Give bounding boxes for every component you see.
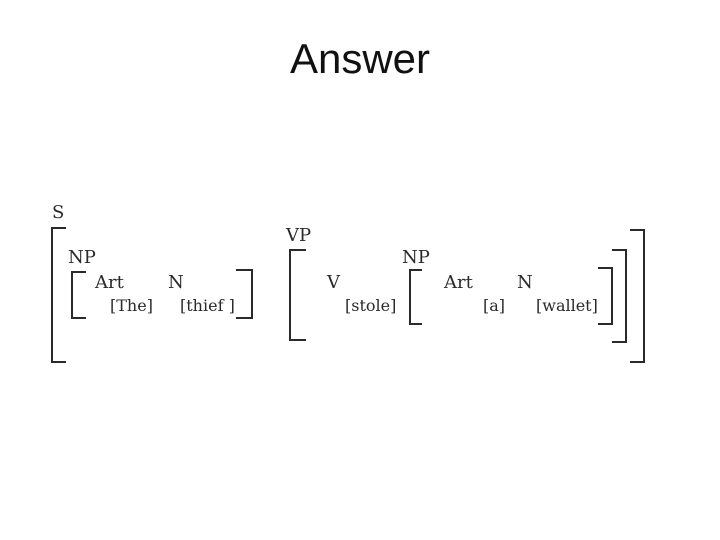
vp-v-word: [stole] — [345, 296, 397, 315]
np2-art-word: [a] — [483, 296, 506, 315]
np1-left-bracket — [71, 271, 86, 319]
s-right-bracket — [630, 229, 645, 363]
np1-n-word: [thief ] — [180, 296, 235, 315]
vp-left-bracket — [289, 249, 306, 341]
vp-label: VP — [286, 225, 312, 246]
np1-right-bracket — [236, 269, 253, 319]
np2-right-bracket — [598, 267, 613, 325]
np1-art-word: [The] — [110, 296, 153, 315]
np1-n-label: N — [168, 272, 184, 293]
np2-label: NP — [402, 247, 430, 268]
slide-title: Answer — [289, 35, 431, 82]
np1-art-label: Art — [95, 272, 124, 293]
np1-label: NP — [68, 247, 96, 268]
np2-n-word: [wallet] — [536, 296, 598, 315]
vp-right-bracket — [612, 249, 627, 343]
np2-left-bracket — [409, 269, 422, 325]
np2-art-label: Art — [444, 272, 473, 293]
vp-v-label: V — [327, 272, 340, 293]
np2-n-label: N — [517, 272, 533, 293]
s-label: S — [52, 202, 65, 223]
s-left-bracket — [51, 227, 66, 363]
